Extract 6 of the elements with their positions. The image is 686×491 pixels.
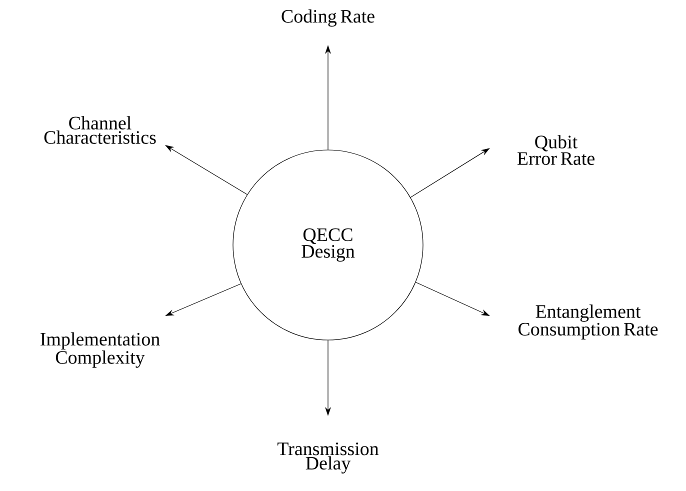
goal-label: Channel Characteristics (44, 116, 156, 144)
goal-label: Implementation Complexity (40, 332, 160, 368)
goal-label: Entanglement Consumption Rate (518, 304, 658, 340)
goal-label: Coding Rate (282, 9, 374, 27)
goal-label: Transmission Delay (278, 442, 379, 474)
goal-label: Qubit Error Rate (517, 135, 594, 165)
